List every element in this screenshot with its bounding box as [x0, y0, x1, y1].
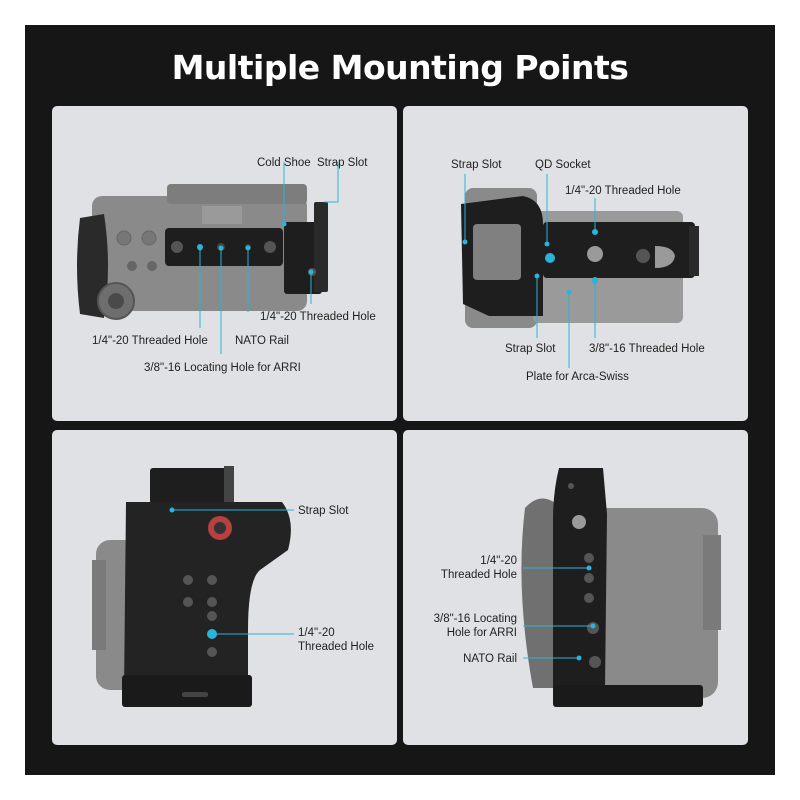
label-strap-slot-bottom: Strap Slot [505, 343, 556, 355]
label-threaded-line2: Threaded Hole [298, 641, 375, 653]
panel-top-view: Cold Shoe Strap Slot 1/4"-20 Threaded Ho… [52, 106, 397, 421]
label-threaded-line1: 1/4"-20 [480, 555, 517, 567]
panel-right-side-view: 1/4"-20 Threaded Hole 3/8"-16 Locating H… [403, 430, 748, 745]
label-threaded-hole: 1/4"-20 Threaded Hole [565, 185, 681, 197]
label-strap-slot-top: Strap Slot [451, 159, 502, 171]
label-plate-arca-swiss: Plate for Arca-Swiss [526, 371, 629, 383]
label-cold-shoe: Cold Shoe [257, 157, 311, 169]
camera-cage-left-side-illustration [92, 466, 291, 707]
page-title: Multiple Mounting Points [171, 48, 629, 87]
label-arri-locating-hole: 3/8"-16 Locating Hole for ARRI [144, 362, 301, 374]
label-strap-slot: Strap Slot [298, 505, 349, 517]
label-threaded-hole-38: 3/8"-16 Threaded Hole [589, 343, 705, 355]
label-threaded-hole-right: 1/4"-20 Threaded Hole [260, 311, 376, 323]
label-threaded-line1: 1/4"-20 [298, 627, 335, 639]
panel-left-side-view: Strap Slot 1/4"-20 Threaded Hole [52, 430, 397, 745]
label-arri-line1: 3/8"-16 Locating [433, 613, 517, 625]
label-nato-rail: NATO Rail [463, 653, 517, 665]
panel-bottom-view: Strap Slot QD Socket 1/4"-20 Threaded Ho… [403, 106, 748, 421]
camera-cage-bottom-view-illustration [461, 188, 699, 328]
camera-cage-right-side-illustration [521, 468, 721, 707]
label-nato-rail: NATO Rail [235, 335, 289, 347]
label-threaded-hole-left: 1/4"-20 Threaded Hole [92, 335, 208, 347]
label-threaded-line2: Threaded Hole [440, 569, 517, 581]
label-qd-socket: QD Socket [535, 159, 591, 171]
label-arri-line2: Hole for ARRI [446, 627, 517, 639]
label-strap-slot: Strap Slot [317, 157, 368, 169]
